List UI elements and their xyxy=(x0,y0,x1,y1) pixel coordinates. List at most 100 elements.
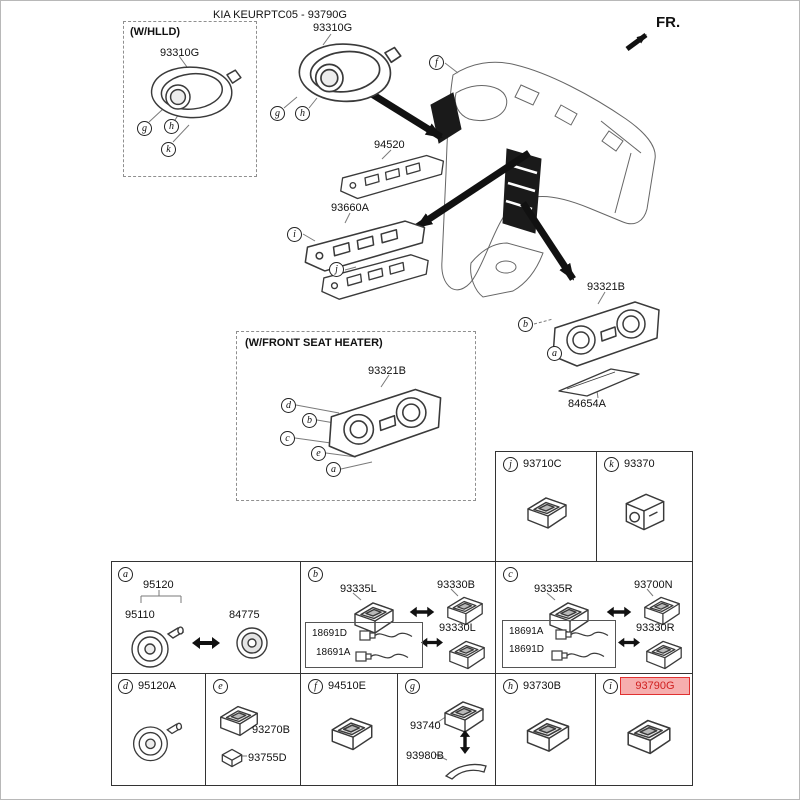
knob-illustration xyxy=(232,622,272,662)
fr-direction-arrow-icon xyxy=(625,32,648,52)
part-label-93270b[interactable]: 93270B xyxy=(252,724,290,736)
heater-control-illustration xyxy=(323,380,449,464)
relay-box-illustration xyxy=(617,488,673,536)
table-cell-i[interactable]: i 93790G xyxy=(595,673,693,786)
rocker-switch-illustration xyxy=(443,636,491,674)
callout-h: h xyxy=(164,119,179,134)
double-arrow-icon xyxy=(192,635,220,651)
table-cell-h[interactable]: h 93730B xyxy=(495,673,596,786)
part-label-95110[interactable]: 95110 xyxy=(125,609,155,621)
callout-a: a xyxy=(326,462,341,477)
part-label-95120a[interactable]: 95120A xyxy=(138,680,176,692)
callout-b: b xyxy=(302,413,317,428)
callout-a: a xyxy=(118,567,133,582)
part-label-93330r[interactable]: 93330R xyxy=(636,622,675,634)
double-arrow-icon xyxy=(421,636,443,649)
table-cell-b[interactable]: b 93335L 93330B 18691D 18691A 93330L xyxy=(300,561,496,674)
nut-illustration xyxy=(218,746,246,770)
callout-k: k xyxy=(161,142,176,157)
callout-d: d xyxy=(118,679,133,694)
highlighted-part-93790g[interactable]: 93790G xyxy=(620,677,690,695)
callout-j: j xyxy=(329,262,344,277)
bulb-pigtail-illustration xyxy=(358,626,414,644)
table-cell-j[interactable]: j 93710C xyxy=(495,451,597,562)
part-label-94510e[interactable]: 94510E xyxy=(328,680,366,692)
callout-b: b xyxy=(308,567,323,582)
bulb-pigtail-illustration xyxy=(553,625,611,643)
wiring-subassembly-box: 18691A 18691D xyxy=(502,620,616,668)
rocker-switch-illustration xyxy=(620,714,678,760)
table-cell-f[interactable]: f 94510E xyxy=(300,673,398,786)
part-label-18691d[interactable]: 18691D xyxy=(509,644,545,655)
bulb-pigtail-illustration xyxy=(354,647,410,665)
rocker-switch-illustration xyxy=(520,712,576,758)
whlld-box-label: (W/HLLD) xyxy=(130,26,181,38)
part-label-93980b[interactable]: 93980B xyxy=(406,750,444,762)
part-label-18691a[interactable]: 18691A xyxy=(316,647,351,658)
part-label-18691d[interactable]: 18691D xyxy=(312,628,348,639)
table-cell-e[interactable]: e 93270B 93755D xyxy=(205,673,301,786)
table-cell-c[interactable]: c 93335R 93700N 18691A 18691D 93330R xyxy=(495,561,693,674)
front-seat-heater-variant-box: (W/FRONT SEAT HEATER) 93321B d b c e a xyxy=(236,331,476,501)
part-label-93310g-top: 93310G xyxy=(313,22,353,34)
clock-bezel-illustration xyxy=(138,60,242,134)
callout-b: b xyxy=(518,317,533,332)
lighter-socket-illustration xyxy=(126,620,188,672)
table-cell-g[interactable]: g 93740 93980B xyxy=(397,673,496,786)
double-arrow-icon xyxy=(458,730,472,754)
callout-h: h xyxy=(503,679,518,694)
callout-h: h xyxy=(295,106,310,121)
part-label-93370[interactable]: 93370 xyxy=(624,458,655,470)
switch-panel-illustration xyxy=(337,148,449,206)
callout-j: j xyxy=(503,457,518,472)
fr-label: FR. xyxy=(656,14,681,31)
callout-e: e xyxy=(311,446,326,461)
part-label-95120[interactable]: 95120 xyxy=(143,579,174,591)
trim-pad-illustration xyxy=(555,364,643,400)
part-label-93310g-whlld: 93310G xyxy=(160,47,200,59)
part-label-93330l[interactable]: 93330L xyxy=(439,622,476,634)
part-label-93700n[interactable]: 93700N xyxy=(634,579,673,591)
callout-f: f xyxy=(429,55,444,70)
part-label-93755d[interactable]: 93755D xyxy=(248,752,287,764)
table-cell-k[interactable]: k 93370 xyxy=(596,451,693,562)
callout-c: c xyxy=(503,567,518,582)
lighter-socket-illustration xyxy=(128,716,186,766)
dashboard-sketch xyxy=(430,61,656,298)
callout-i: i xyxy=(287,227,302,242)
callout-c: c xyxy=(280,431,295,446)
double-arrow-icon xyxy=(618,636,640,649)
part-label-93660a: 93660A xyxy=(331,202,369,214)
callout-d: d xyxy=(281,398,296,413)
part-label-93740[interactable]: 93740 xyxy=(410,720,441,732)
part-label-94520: 94520 xyxy=(374,139,405,151)
wiring-subassembly-box: 18691D 18691A xyxy=(305,622,423,668)
page-title: KIA KEURPTC05 - 93790G xyxy=(213,9,347,21)
rocker-switch-illustration xyxy=(640,636,688,674)
callout-g: g xyxy=(405,679,420,694)
bulb-pigtail-illustration xyxy=(549,646,607,664)
part-label-93730b[interactable]: 93730B xyxy=(523,680,561,692)
whlld-variant-box: (W/HLLD) 93310G g h k xyxy=(123,21,257,177)
part-label-18691a[interactable]: 18691A xyxy=(509,626,544,637)
rocker-switch-illustration xyxy=(520,492,574,534)
part-label-93335l[interactable]: 93335L xyxy=(340,583,377,595)
part-label-93321b: 93321B xyxy=(587,281,625,293)
switch-panel-illustration xyxy=(317,249,435,305)
table-cell-d[interactable]: d 95120A xyxy=(111,673,206,786)
table-cell-a[interactable]: a 95120 95110 84775 xyxy=(111,561,301,674)
part-label-84654a: 84654A xyxy=(568,398,606,410)
part-label-93330b[interactable]: 93330B xyxy=(437,579,475,591)
part-label-93710c[interactable]: 93710C xyxy=(523,458,562,470)
part-label-84775[interactable]: 84775 xyxy=(229,609,260,621)
heater-control-illustration xyxy=(547,293,667,373)
rocker-switch-illustration xyxy=(325,712,379,756)
double-arrow-icon xyxy=(606,605,632,619)
callout-g: g xyxy=(270,106,285,121)
bracket-illustration xyxy=(442,758,490,784)
callout-i: i xyxy=(603,679,618,694)
callout-a: a xyxy=(547,346,562,361)
part-label-93335r[interactable]: 93335R xyxy=(534,583,573,595)
heater-box-label: (W/FRONT SEAT HEATER) xyxy=(245,337,383,349)
